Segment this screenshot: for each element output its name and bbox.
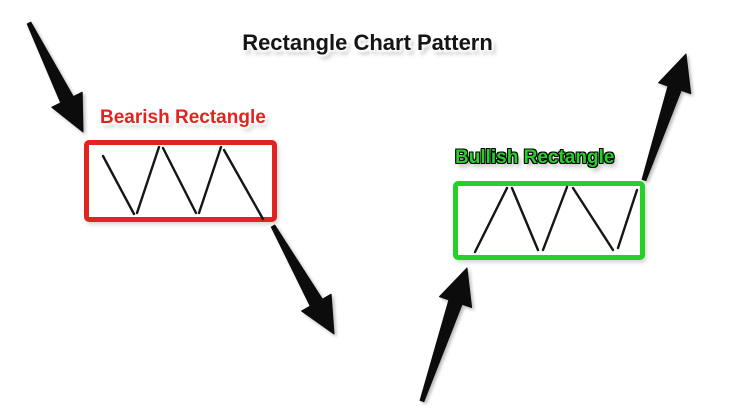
uptrend-out-arrow-icon [641,53,692,182]
bearish-zigzag-line [101,145,265,221]
downtrend-out-arrow-icon [270,224,335,335]
downtrend-in-arrow-icon [26,21,84,133]
diagram-title: Rectangle Chart Pattern [242,30,493,55]
bullish-rectangle-box [453,181,645,260]
uptrend-in-arrow-icon [419,267,473,403]
bearish-rectangle-label: Bearish Rectangle [100,107,266,128]
bullish-zigzag-line [473,185,639,254]
bullish-rectangle-label: Bullish Rectangle [455,147,615,168]
bearish-rectangle-box [84,140,277,222]
